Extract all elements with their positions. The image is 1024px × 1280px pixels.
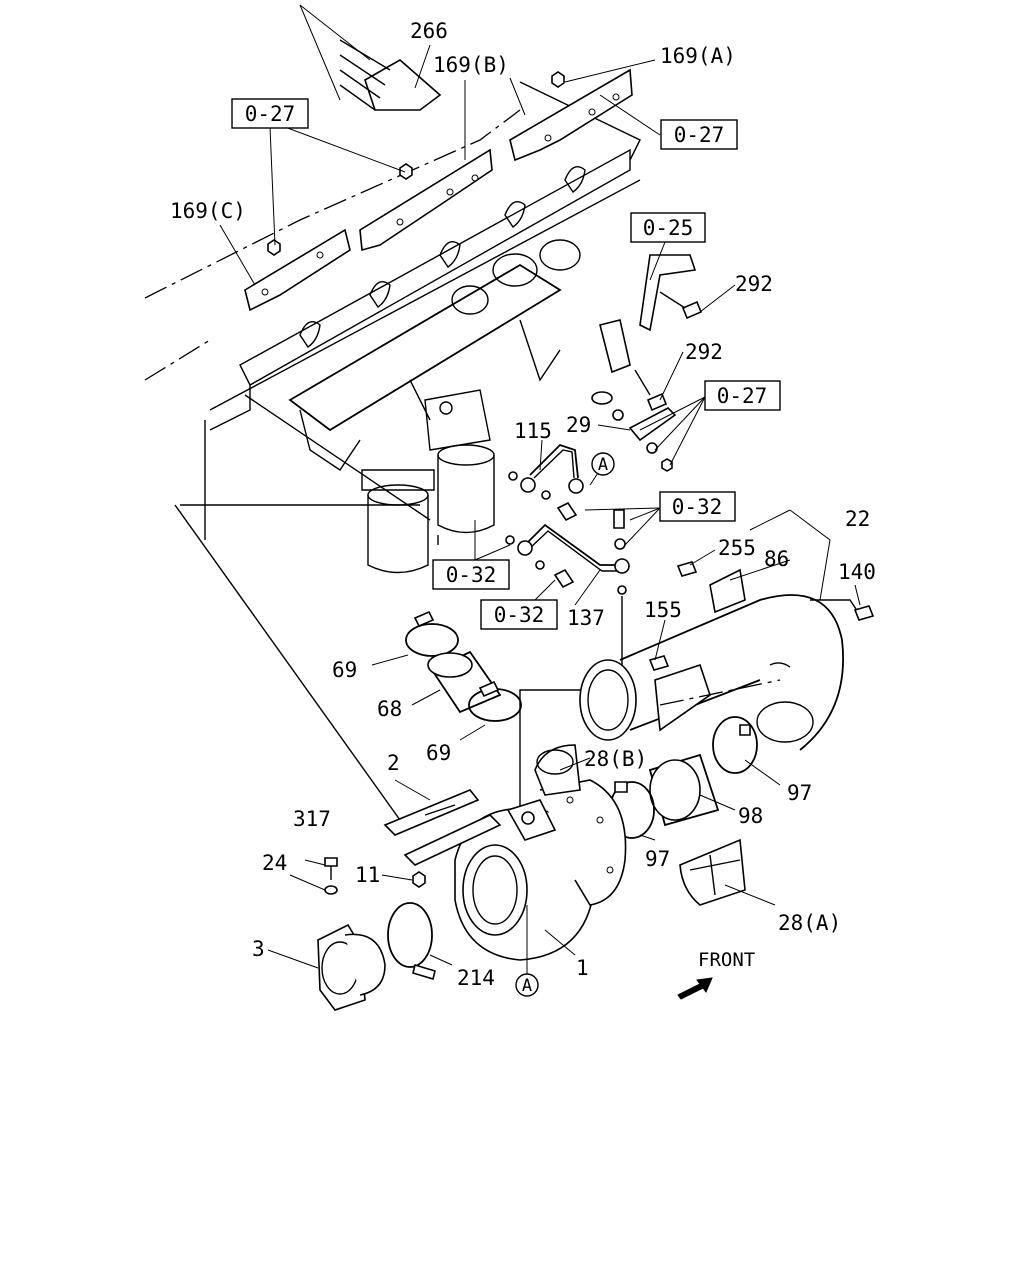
callout-140: 140 — [838, 560, 876, 584]
gasket-2 — [383, 789, 502, 866]
bracket-025 — [599, 254, 697, 374]
ref-box-025: 0-25 — [630, 212, 706, 243]
callout-29: 29 — [566, 413, 591, 437]
hose-68 — [427, 650, 502, 714]
intake-pipe-22 — [579, 594, 875, 751]
connector-a-bottom: A — [515, 973, 539, 997]
part-callouts: 266 169(B) 169(A) 169(C) 292 292 29 115 … — [170, 19, 876, 990]
callout-115: 115 — [514, 419, 552, 443]
heat-shield-28a — [679, 838, 746, 906]
connector-label: A — [598, 455, 608, 475]
bolt-292-lower — [634, 369, 668, 412]
bracket-169c — [244, 228, 351, 312]
ref-label: 0-27 — [717, 384, 768, 408]
exhaust-manifold — [288, 239, 581, 471]
callout-169c: 169(C) — [170, 199, 246, 223]
callout-214: 214 — [457, 966, 495, 990]
ref-label: 0-32 — [446, 563, 497, 587]
ref-box-027-a: 0-27 — [231, 98, 309, 129]
clamp-214 — [387, 902, 436, 981]
callout-3: 3 — [252, 937, 265, 961]
callout-169b: 169(B) — [433, 53, 509, 77]
nut-11 — [412, 871, 426, 888]
callout-266: 266 — [410, 19, 448, 43]
callout-69-lower: 69 — [426, 741, 451, 765]
ref-label: 0-32 — [494, 603, 545, 627]
ref-box-032-b: 0-32 — [432, 559, 510, 590]
part-266-bracket — [339, 39, 442, 111]
callout-317: 317 — [293, 807, 331, 831]
clamp-69-lower — [468, 680, 522, 722]
callout-2: 2 — [387, 751, 400, 775]
callout-69-upper: 69 — [332, 658, 357, 682]
ref-box-027-b: 0-27 — [660, 119, 738, 150]
callout-24: 24 — [262, 851, 287, 875]
callout-155: 155 — [644, 598, 682, 622]
flange-3 — [317, 923, 386, 1011]
bracket-86 — [648, 561, 781, 732]
ref-label: 0-27 — [674, 123, 725, 147]
clamp-97-upper — [712, 716, 758, 774]
connector-label: A — [522, 976, 532, 996]
bracket-nuts — [267, 71, 565, 256]
callout-137: 137 — [567, 606, 605, 630]
callout-98: 98 — [738, 804, 763, 828]
callout-68: 68 — [377, 697, 402, 721]
bolt-292-upper — [659, 291, 703, 320]
ref-label: 0-27 — [245, 102, 296, 126]
connector-a-top: A — [591, 452, 615, 476]
clamp-69-upper — [405, 610, 459, 657]
bracket-169a — [509, 68, 633, 162]
ref-box-032-a: 0-32 — [659, 491, 736, 522]
oil-pipe-137 — [505, 509, 630, 820]
callout-169a: 169(A) — [660, 44, 736, 68]
callout-255: 255 — [718, 536, 756, 560]
callout-97-upper: 97 — [787, 781, 812, 805]
callout-22: 22 — [845, 507, 870, 531]
oil-pipe-115 — [508, 443, 584, 522]
hose-98 — [648, 753, 720, 827]
oil-filter-right — [424, 389, 495, 545]
callout-292-lower: 292 — [685, 340, 723, 364]
engine-block — [144, 81, 641, 821]
turbocharger-1 — [454, 744, 627, 961]
bolt-317 — [324, 857, 338, 895]
front-arrow-icon — [677, 977, 713, 1000]
oil-filter-left — [361, 469, 435, 574]
ref-label: 0-25 — [643, 216, 694, 240]
injector-row — [299, 166, 586, 348]
bracket-169b — [359, 148, 493, 252]
callout-292-upper: 292 — [735, 272, 773, 296]
callout-11: 11 — [355, 863, 380, 887]
ref-label: 0-32 — [672, 495, 723, 519]
callout-1: 1 — [576, 956, 589, 980]
ref-box-027-c: 0-27 — [704, 380, 781, 411]
leader-lines — [219, 4, 861, 975]
callout-28a: 28(A) — [778, 911, 841, 935]
front-direction-label: FRONT — [698, 949, 755, 971]
callout-97-lower: 97 — [645, 847, 670, 871]
callout-86: 86 — [764, 547, 789, 571]
callout-28b: 28(B) — [584, 747, 647, 771]
ref-box-032-c: 0-32 — [480, 599, 558, 630]
